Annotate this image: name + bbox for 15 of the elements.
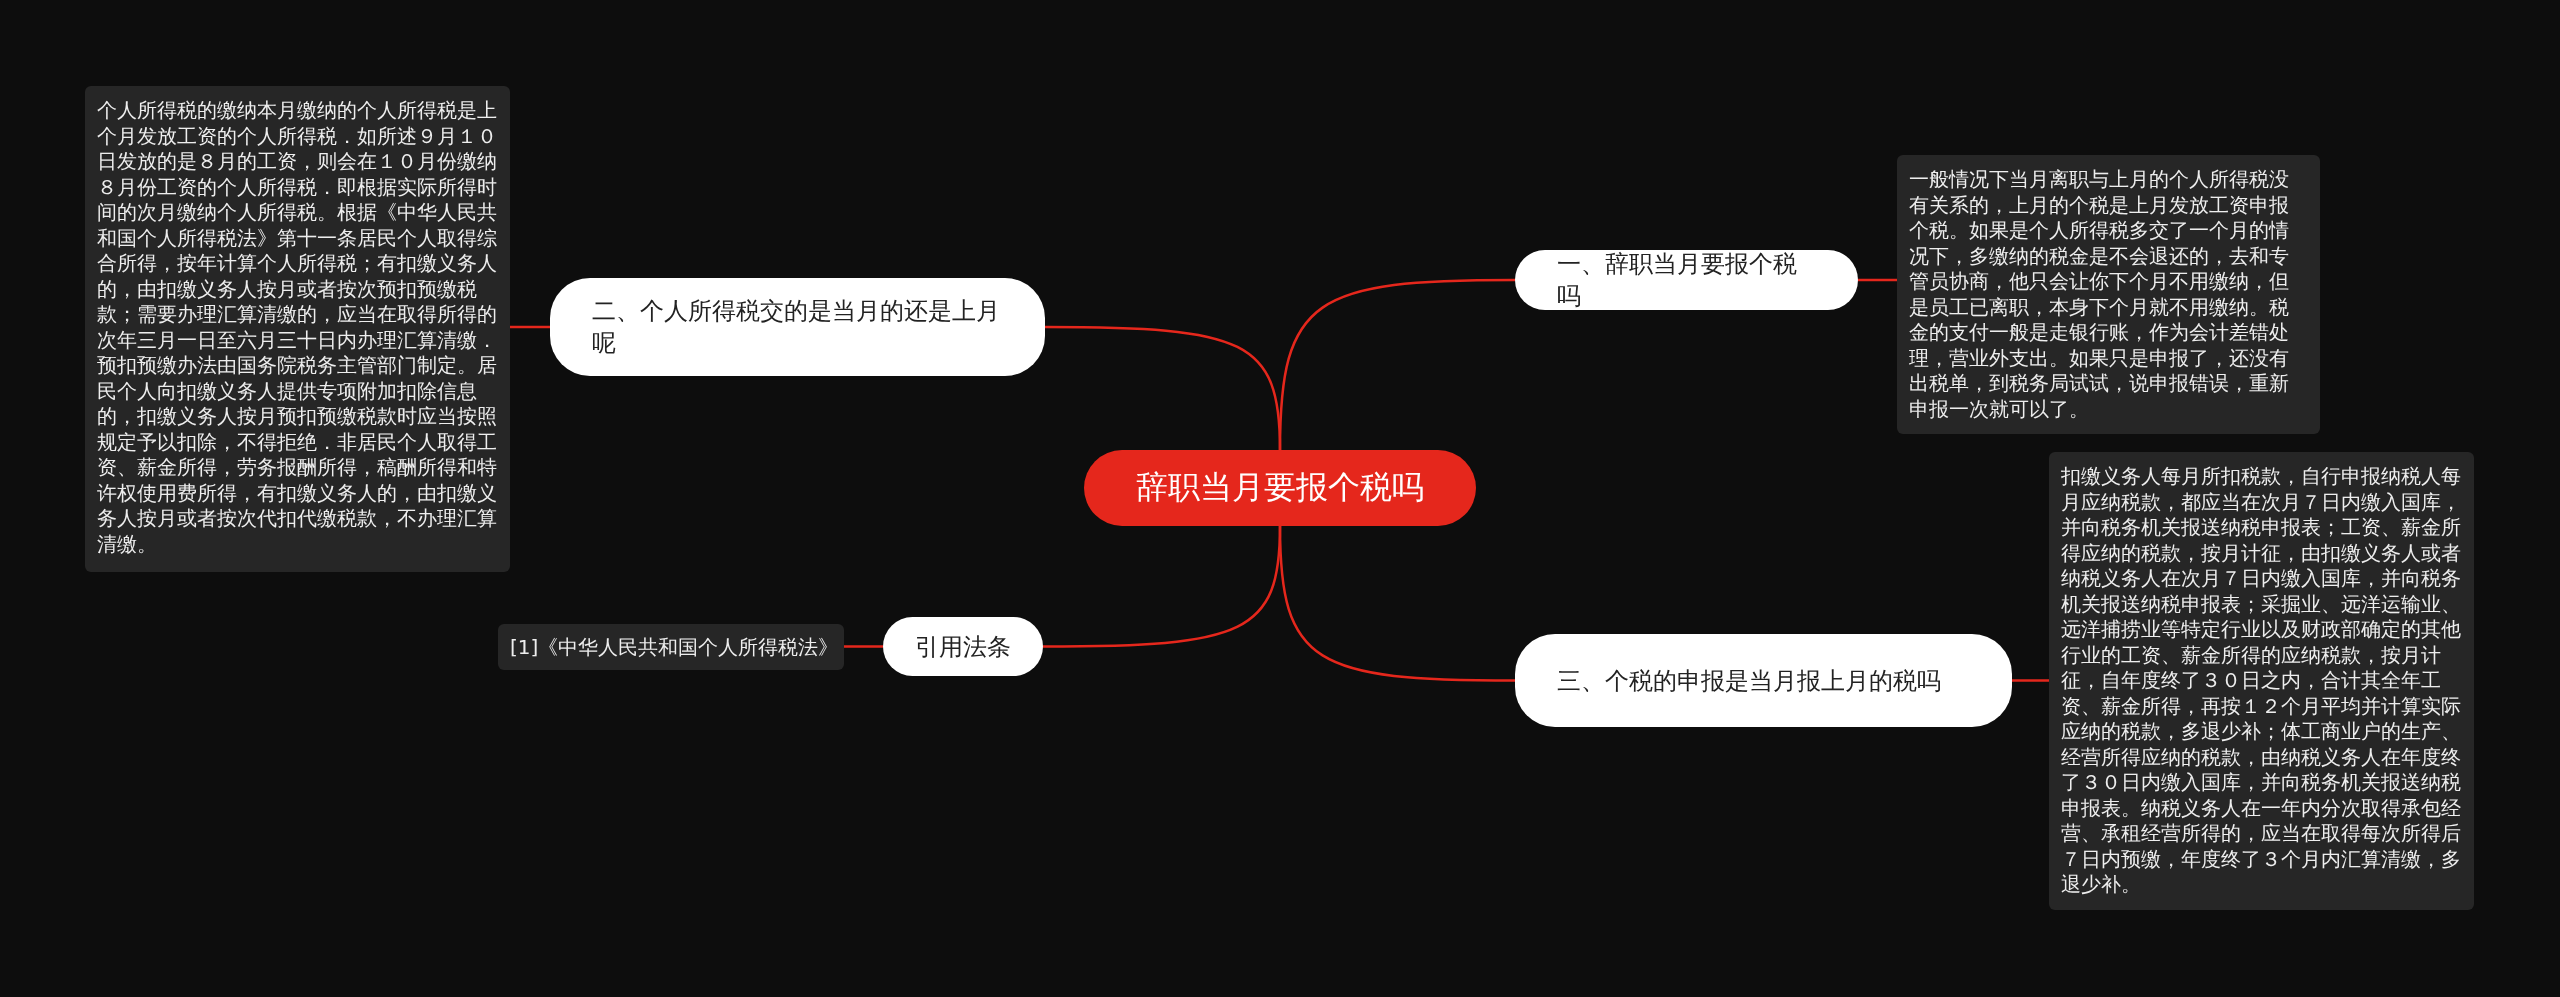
topic-pill: 三、个税的申报是当月报上月的税吗 bbox=[1515, 634, 2012, 727]
reference-label: [1]《中华人民共和国个人所得税法》 bbox=[498, 624, 844, 670]
topic-pill: 引用法条 bbox=[883, 617, 1043, 676]
topic-pill: 二、个人所得税交的是当月的还是上月呢 bbox=[550, 278, 1045, 376]
connector-line bbox=[1043, 525, 1282, 648]
connector-line bbox=[1045, 325, 1282, 451]
connector-line bbox=[844, 645, 883, 648]
note-card: 一般情况下当月离职与上月的个人所得税没有关系的，上月的个税是上月发放工资申报个税。如果是个人所得税多交了一个月的情况下，多缴纳的税金是不会退还的，去和专管员协商，他只会让你下个月不用缴纳，但是员工已离职，本身下个月就不用缴纳。税金的支付一般是走银行账，作为会计差错处理，营业外支出。如果只是申报了，还没有出税单，到税务局试试，说申报错误，重新申报一次就可以了。 bbox=[1897, 155, 2320, 434]
central-topic: 辞职当月要报个税吗 bbox=[1084, 450, 1476, 526]
topic-pill: 一、辞职当月要报个税吗 bbox=[1515, 250, 1858, 310]
connector-line bbox=[510, 325, 550, 329]
connector-line bbox=[1858, 278, 1897, 282]
connector-line bbox=[2012, 679, 2049, 682]
note-card: 个人所得税的缴纳本月缴纳的个人所得税是上个月发放工资的个人所得税．如所述９月１０日发放的是８月的工资，则会在１０月份缴纳８月份工资的个人所得税．即根据实际所得时间的次月缴纳个人所得税。根据《中华人民共和国个人所得税法》第十一条居民个人取得综合所得，按年计算个人所得税；有扣缴义务人的，由扣缴义务人按月或者按次预扣预缴税款；需要办理汇算清缴的，应当在取得所得的次年三月一日至六月三十日内办理汇算清缴．预扣预缴办法由国务院税务主管部门制定。居民个人向扣缴义务人提供专项附加扣除信息的，扣缴义务人按月预扣预缴税款时应当按照规定予以扣除，不得拒绝．非居民个人取得工资、薪金所得，劳务报酬所得，稿酬所得和特许权使用费所得，有扣缴义务人的，由扣缴义务人按月或者按次代扣代缴税款，不办理汇算清缴。 bbox=[85, 86, 510, 572]
note-card: 扣缴义务人每月所扣税款，自行申报纳税人每月应纳税款，都应当在次月７日内缴入国库，并向税务机关报送纳税申报表；工资、薪金所得应纳的税款，按月计征，由扣缴义务人或者纳税义务人在次月７日内缴入国库，并向税务机关报送纳税申报表；采掘业、远洋运输业、远洋捕捞业等特定行业以及财政部确定的其他行业的工资、薪金所得的应纳税款，按月计征，自年度终了３０日之内，合计其全年工资、薪金所得，再按１２个月平均并计算实际应纳的税款，多退少补；体工商业户的生产、经营所得应纳的税款，由纳税义务人在年度终了３０日内缴入国库，并向税务机关报送纳税申报表。纳税义务人在一年内分次取得承包经营、承租经营所得的，应当在取得每次所得后７日内预缴，年度终了３个月内汇算清缴，多退少补。 bbox=[2049, 452, 2474, 910]
